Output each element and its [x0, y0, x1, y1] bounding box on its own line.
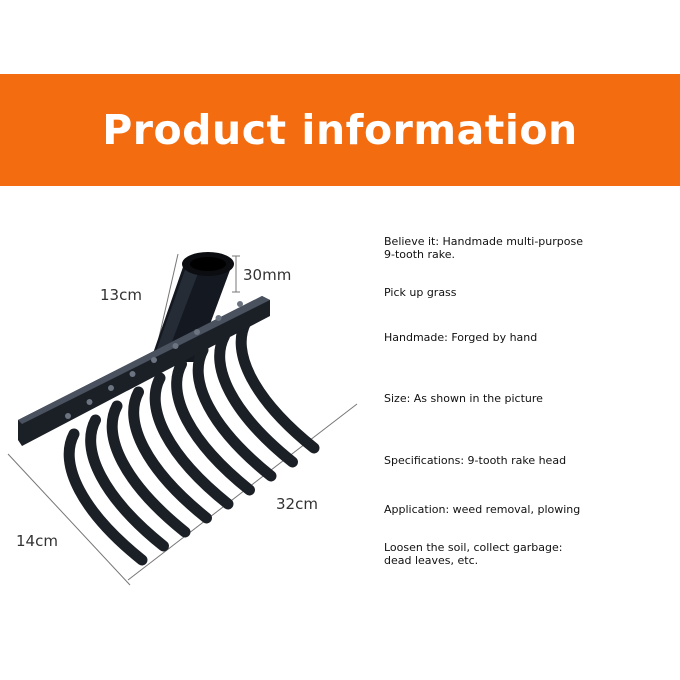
rake-tooth [192, 344, 277, 482]
rake-tooth [85, 414, 169, 552]
handle-socket [150, 252, 234, 362]
rake-tooth [171, 358, 255, 496]
head-width-label: 32cm [276, 495, 318, 513]
info-line: Pick up grass [384, 286, 457, 299]
banner-title: Product information [102, 106, 578, 154]
rake-tooth [106, 400, 191, 538]
info-line: Application: weed removal, plowing [384, 503, 581, 516]
info-line: Size: As shown in the picture [384, 392, 543, 405]
socket-diameter-label: 30mm [243, 266, 292, 284]
bar-hole [86, 399, 93, 405]
bar-hole [194, 329, 200, 335]
tooth-dimension-line [7, 453, 131, 586]
rake-tooth [63, 428, 148, 566]
bar-hole [129, 371, 136, 377]
bar-hole [215, 315, 222, 321]
bar-hole [65, 413, 71, 419]
rake-tooth [128, 386, 212, 524]
handle-length-label: 13cm [100, 286, 142, 304]
info-line: Loosen the soil, collect garbage: dead l… [384, 541, 563, 567]
info-line: Specifications: 9-tooth rake head [384, 454, 567, 467]
rake-illustration [7, 252, 358, 586]
rake-head-bar [18, 296, 270, 446]
bar-hole [151, 357, 157, 363]
info-line: Believe it: Handmade multi-purpose 9-too… [384, 235, 583, 261]
rake-teeth [63, 316, 320, 566]
tooth-length-label: 14cm [16, 532, 58, 550]
bar-hole [237, 301, 243, 307]
rake-tooth [235, 316, 320, 454]
bar-hole [108, 385, 114, 391]
info-line: Handmade: Forged by hand [384, 331, 538, 344]
bar-hole [172, 343, 179, 349]
rake-tooth [214, 330, 298, 468]
rake-tooth [149, 372, 234, 510]
bar-holes [65, 301, 243, 419]
header-banner: Product information [0, 74, 680, 186]
